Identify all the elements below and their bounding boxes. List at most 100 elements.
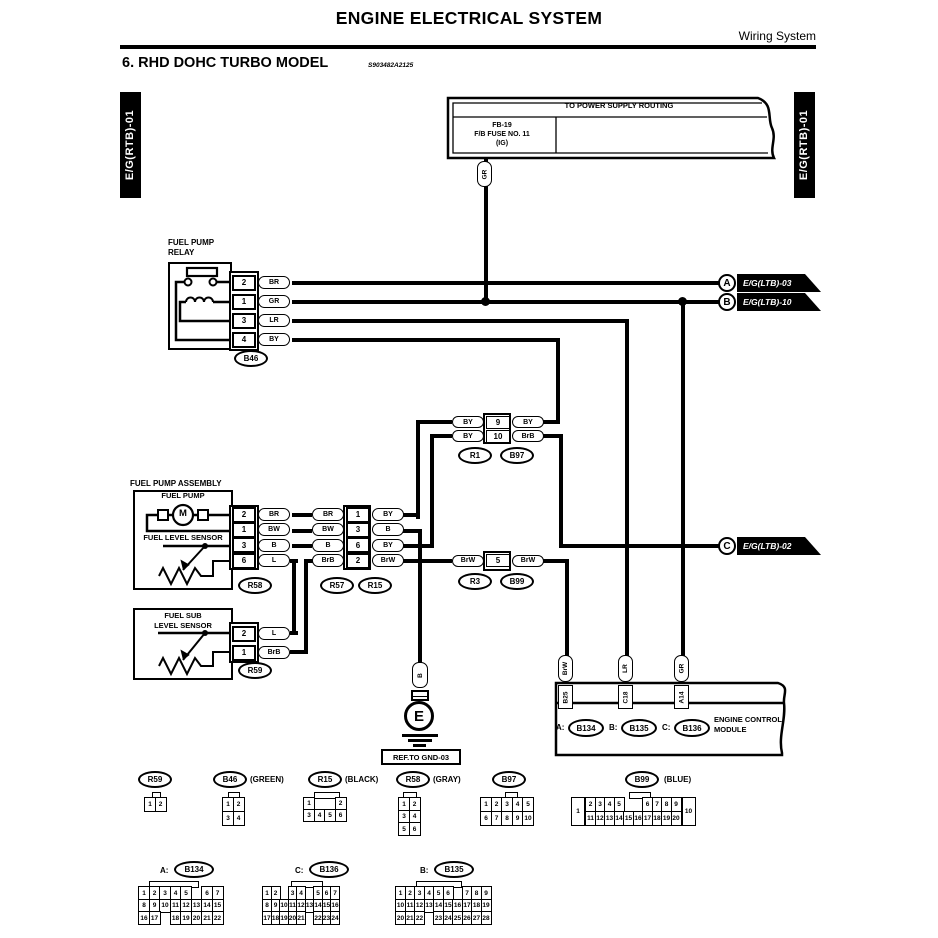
wire-segment [565,559,569,659]
wire-color-label-b: B [412,662,428,688]
ground-hatch [408,739,432,742]
section-code: S903482A2125 [368,62,414,69]
connector-id-r57: R57 [320,577,354,594]
pin-cell: 10 [681,797,696,826]
connector-id: B97 [492,771,526,788]
pump-label: FUEL PUMP [161,491,205,500]
arrow-circle-a: A [718,274,736,292]
connector-id: R15 [308,771,342,788]
wire-segment [542,434,563,438]
wire-segment [402,513,420,517]
wire-segment [418,529,422,667]
wire-color-label: BrB [258,646,290,659]
wire-color-label: BY [452,430,484,442]
connector-color: (GREEN) [250,775,284,784]
connector-id-r1: R1 [458,447,492,464]
pin-cell: 17 [148,911,161,925]
ground-connector-symbol [411,690,429,701]
connector-prefix: B: [420,866,429,875]
wire-segment [542,559,569,563]
arrow-ref-c: E/G(LTB)-02 [737,537,821,555]
ecm-conn-b-id: B135 [621,719,657,737]
wire-color-label: BrW [512,554,544,567]
sub-sensor-title: FUEL SUB LEVEL SENSOR [154,611,212,630]
wire-segment [292,300,722,304]
wire-color-label: L [258,627,290,640]
pin-number: 3 [232,312,256,329]
wire-color-label: BR [258,508,290,522]
wire-segment [292,513,312,517]
pin-number: 1 [232,293,256,310]
wire-junction [678,297,687,306]
pin-number: 1 [232,644,256,661]
pin-cell: 20 [670,810,682,826]
connector-id: B134 [174,861,214,878]
ecm-pin-a14: A14 [674,685,689,709]
wire-color-label: BY [512,416,544,428]
ground-circle: E [404,701,434,731]
ground-ref-label: REF.TO GND-03 [392,752,450,762]
pin-cell: 4 [232,810,245,826]
wire-segment [402,559,452,563]
pin-number: 2 [346,552,370,569]
arrow-ref-b: E/G(LTB)-10 [737,293,821,311]
pin-cell: 22 [211,911,224,925]
wire-segment [420,420,452,424]
pump-assembly-title: FUEL PUMP ASSEMBLY [130,479,222,488]
ecm-conn-c-prefix: C: [662,723,671,732]
pin-number: 10 [486,429,510,443]
ecm-name: ENGINE CONTROL MODULE [714,715,782,734]
wire-color-label: GR [258,295,290,308]
connector-id-b99: B99 [500,573,534,590]
ecm-conn-b-prefix: B: [609,723,618,732]
connector-color: (BLACK) [345,775,379,784]
connector-color: (GRAY) [433,775,461,784]
wire-segment [292,319,629,323]
fuse-number: F/B FUSE NO. 11 [474,131,530,138]
pin-number: 1 [232,521,256,538]
pin-cell: 6 [334,808,347,822]
connector-id: B99 [625,771,659,788]
page-title: ENGINE ELECTRICAL SYSTEM [335,8,603,28]
pin-cell: 2 [334,797,347,810]
page-subtitle: Wiring System [738,29,816,43]
wire-segment [292,529,312,533]
fuse-label: FB-19 F/B FUSE NO. 11 (IG) [448,121,556,148]
pin-number: 6 [232,552,256,569]
connector-prefix: A: [160,866,169,875]
ecm-conn-a-prefix: A: [556,723,565,732]
fuse-circuit: (IG) [495,140,509,147]
wire-segment [484,184,488,304]
pin-cell: 22 [414,911,425,925]
pin-cell: 10 [522,810,534,826]
ground-letter: E [413,707,424,725]
pin-cell: 2 [154,797,167,812]
wire-color-label: B [372,523,404,537]
relay-symbol [174,266,232,342]
connector-prefix: C: [295,866,304,875]
wire-segment [556,338,560,424]
connector-id-b46: B46 [234,350,268,367]
pin-number: 2 [232,506,256,523]
wire-segment [434,434,452,438]
section-title: 6. RHD DOHC TURBO MODEL [122,55,329,71]
ecm-pin-c18: C18 [618,685,633,709]
pin-number: 6 [346,537,370,554]
pin-cell: 24 [330,911,340,925]
wire-color-label: BY [258,333,290,346]
wire-color-label: L [258,554,290,568]
connector-id-r15: R15 [358,577,392,594]
pin-cell: 21 [296,911,306,925]
wire-segment [625,319,629,659]
ecm-box [554,681,787,757]
wire-segment [290,631,298,635]
connector-id: B46 [213,771,247,788]
wire-segment [681,302,685,659]
sub-sensor-symbol [158,630,233,677]
pin-number: 1 [346,506,370,523]
level-sensor-label: FUEL LEVEL SENSOR [143,533,223,542]
ecm-wire-lr: LR [618,655,633,682]
